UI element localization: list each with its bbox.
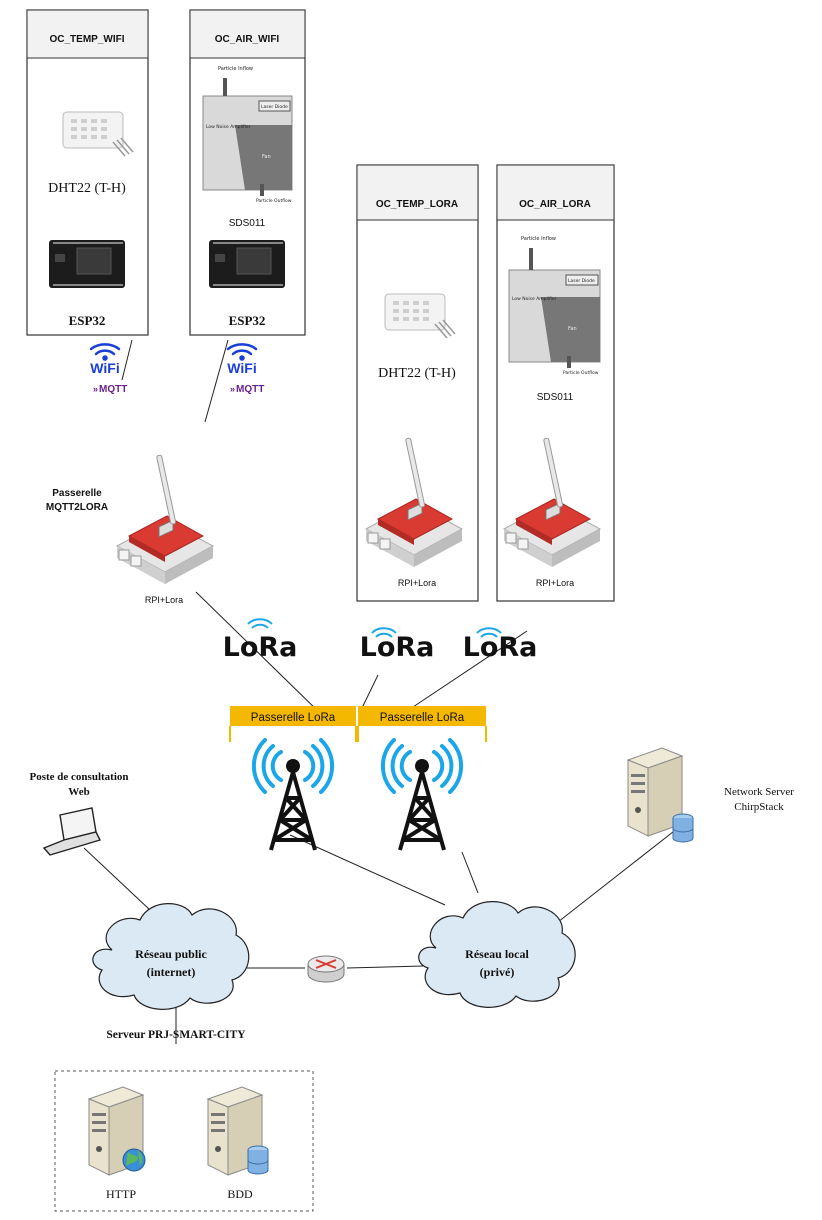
device-card-temp-lora: OC_TEMP_LORA DHT22 (T-H) RPI+Lora — [356, 164, 479, 602]
bdd-label: BDD — [227, 1187, 253, 1201]
mqtt-icon: » — [93, 384, 98, 394]
sensor-label: SDS011 — [537, 392, 574, 403]
sds011-diagram: Particle Inflow Laser Diode Low Noise Am… — [202, 66, 293, 204]
lora-signal-icon — [247, 618, 273, 629]
server-group-title: Serveur PRJ-SMART-CITY — [106, 1029, 246, 1041]
radio-tower-icon — [380, 738, 464, 852]
wifi-mqtt-link-right: WiFi » MQTT — [226, 343, 264, 395]
database-icon — [247, 1145, 269, 1175]
radio-tower-icon — [251, 738, 335, 852]
wifi-mqtt-link-left: WiFi » MQTT — [89, 343, 127, 395]
device-title: OC_AIR_WIFI — [215, 34, 280, 45]
lora-link-2: LoRa — [360, 627, 435, 663]
sds011-diagram: Particle Inflow Laser Diode Low Noise Am… — [508, 236, 601, 376]
laptop-icon — [42, 807, 101, 856]
lora-gateway-label: Passerelle LoRa — [251, 712, 336, 724]
lora-gateway-label: Passerelle LoRa — [380, 712, 465, 724]
lora-gateway-left: Passerelle LoRa — [229, 706, 357, 742]
device-card-temp-wifi: OC_TEMP_WIFI DHT22 (T-H) ESP32 — [26, 9, 149, 336]
smart-city-server-group: Serveur PRJ-SMART-CITY HTTP BDD — [54, 1029, 314, 1212]
lora-label: LoRa — [463, 632, 538, 663]
lora-link-3: LoRa — [463, 627, 538, 663]
mqtt2lora-title-line2: MQTT2LORA — [46, 502, 108, 513]
mqtt2lora-title-line1: Passerelle — [52, 488, 102, 499]
lora-signal-icon — [476, 627, 502, 638]
sds011-outflow-label: Particle Outflow — [256, 198, 292, 204]
mqtt-label: MQTT — [236, 384, 264, 395]
public-network-line1: Réseau public — [135, 947, 207, 961]
lora-label: LoRa — [360, 632, 435, 663]
local-network-line1: Réseau local — [465, 947, 529, 961]
sensor-label: DHT22 (T-H) — [48, 181, 126, 196]
local-network-line2: (privé) — [480, 965, 515, 979]
sensor-label: DHT22 (T-H) — [378, 366, 456, 381]
web-client-line1: Poste de consultation — [30, 771, 129, 783]
board-label: RPI+Lora — [398, 578, 436, 588]
sds011-inflow-label: Particle Inflow — [218, 66, 253, 72]
wifi-label: WiFi — [90, 360, 119, 376]
wifi-label: WiFi — [227, 360, 256, 376]
lora-link-1: LoRa — [223, 618, 298, 663]
mqtt-icon: » — [230, 384, 235, 394]
web-client-line2: Web — [68, 786, 89, 798]
board-label: ESP32 — [69, 313, 106, 328]
sds011-fan-label: Fan — [262, 154, 271, 160]
lora-gateway-right: Passerelle LoRa — [357, 706, 487, 742]
router-icon — [307, 955, 345, 983]
wifi-icon — [226, 343, 258, 361]
sds011-laser-label: Laser Diode — [261, 104, 288, 110]
device-title: OC_TEMP_WIFI — [49, 34, 124, 45]
globe-icon — [122, 1148, 146, 1172]
lora-label: LoRa — [223, 632, 298, 663]
device-card-air-wifi: OC_AIR_WIFI Particle Inflow Laser Diode … — [189, 9, 306, 336]
device-title: OC_TEMP_LORA — [376, 199, 458, 210]
network-server: Network Server ChirpStack — [627, 747, 794, 843]
mqtt-label: MQTT — [99, 384, 127, 395]
esp32-board-image — [48, 239, 126, 289]
web-client: Poste de consultation Web — [30, 771, 129, 856]
esp32-board-image — [208, 239, 286, 289]
public-network-cloud: Réseau public (internet) — [92, 903, 250, 1010]
device-card-air-lora: OC_AIR_LORA Particle Inflow Laser Diode … — [496, 164, 615, 602]
http-label: HTTP — [106, 1187, 136, 1201]
rpi-lora-board-image — [116, 454, 214, 585]
sds011-amplifier-label: Low Noise Amplifier — [512, 296, 557, 302]
local-network-cloud: Réseau local (privé) — [418, 901, 576, 1008]
sds011-laser-label: Laser Diode — [568, 278, 595, 284]
device-title: OC_AIR_LORA — [519, 199, 591, 210]
public-network-line2: (internet) — [147, 965, 196, 979]
lora-signal-icon — [371, 627, 397, 638]
board-label: ESP32 — [229, 313, 266, 328]
sds011-amplifier-label: Low Noise Amplifier — [206, 124, 251, 130]
mqtt2lora-board-label: RPI+Lora — [145, 595, 183, 605]
sds011-outflow-label: Particle Outflow — [563, 370, 599, 376]
database-icon — [672, 813, 694, 843]
mqtt2lora-gateway: Passerelle MQTT2LORA RPI+Lora — [46, 454, 214, 605]
board-label: RPI+Lora — [536, 578, 574, 588]
sensor-label: SDS011 — [229, 218, 266, 229]
sds011-inflow-label: Particle Inflow — [521, 236, 556, 242]
network-server-line2: ChirpStack — [734, 801, 784, 813]
wifi-icon — [89, 343, 121, 361]
network-server-line1: Network Server — [724, 786, 794, 798]
sds011-fan-label: Fan — [568, 326, 577, 332]
